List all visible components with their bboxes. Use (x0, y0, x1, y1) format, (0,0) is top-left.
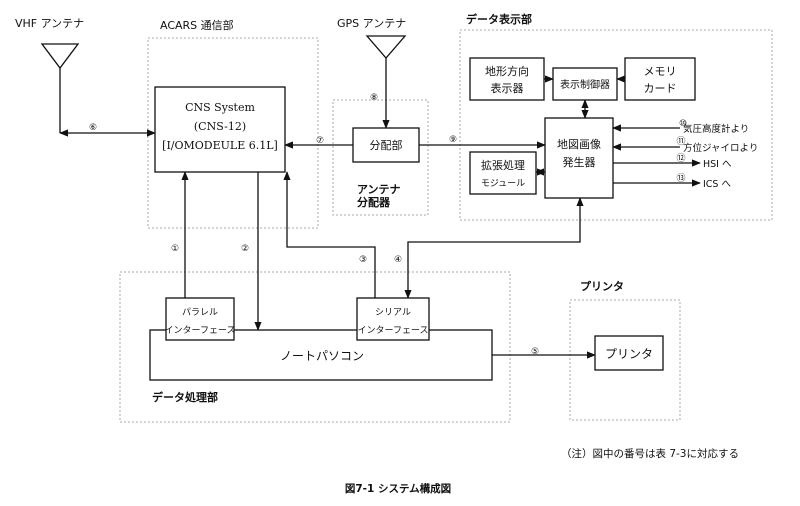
num-8: ⑧ (370, 93, 378, 103)
map-generator-box (544, 117, 614, 199)
serial-line-2: インターフェース (357, 325, 428, 336)
num-2: ② (241, 244, 249, 254)
memory-line-2: カード (644, 82, 677, 95)
gps-antenna-icon (365, 35, 407, 59)
hsi-label: HSI へ (703, 159, 732, 170)
cns-line-3: [I/OMODEULE 6.1L] (162, 139, 278, 152)
data-processing-section-label: データ処理部 (152, 390, 218, 404)
extension-module-box (469, 151, 537, 195)
serial-line-1: シリアル (375, 308, 411, 318)
parallel-line-1: パラレル (182, 307, 218, 318)
link-4 (404, 197, 584, 299)
antenna-splitter-label-2: 分配器 (357, 195, 391, 209)
display-zone (459, 29, 773, 221)
extension-line-1: 拡張処理 (481, 158, 525, 172)
notebook-pc-label: ノートパソコン (280, 349, 364, 363)
antenna-splitter-zone (332, 99, 429, 216)
note-text: （注）図中の番号は表 7-3に対応する (561, 447, 739, 460)
num-1: ① (171, 244, 179, 254)
terrain-display-box (469, 57, 545, 101)
ics-label: ICS へ (703, 179, 731, 190)
printer-zone (569, 299, 681, 421)
parallel-interface-box (165, 297, 235, 341)
serial-interface-box (356, 297, 430, 341)
num-5: ⑤ (531, 347, 539, 357)
display-section-label: データ表示部 (466, 12, 532, 26)
num-13: ⑬ (676, 173, 685, 184)
link-3 (283, 171, 376, 298)
printer-label: プリンタ (605, 347, 653, 361)
num-3: ③ (359, 255, 367, 265)
extension-line-2: モジュール (481, 179, 525, 189)
gps-antenna-label: GPS アンテナ (337, 17, 406, 30)
num-11: ⑪ (676, 136, 685, 147)
cns-line-1: CNS System (185, 101, 255, 114)
num-12: ⑫ (676, 153, 685, 164)
vhf-antenna-icon (40, 43, 80, 133)
parallel-line-2: インターフェース (164, 325, 235, 336)
map-generator-line-2: 発生器 (563, 155, 596, 169)
vhf-antenna-label: VHF アンテナ (15, 17, 84, 30)
cns-system-box (154, 86, 286, 173)
display-controller-label: 表示制御器 (560, 78, 610, 91)
num-7: ⑦ (316, 136, 324, 146)
figure-caption: 図7-1 システム構成図 (345, 482, 451, 495)
num-9: ⑨ (449, 135, 457, 145)
cns-line-2: (CNS-12) (194, 120, 246, 133)
pressure-altimeter-label: 気圧高度計より (683, 123, 749, 135)
antenna-splitter-label-1: アンテナ (357, 183, 401, 196)
num-4: ④ (394, 255, 402, 265)
data-processing-zone (119, 271, 511, 423)
terrain-line-2: 表示器 (491, 81, 524, 95)
memory-line-1: メモリ (644, 65, 677, 78)
terrain-line-1: 地形方向 (485, 64, 529, 78)
splitter-label: 分配部 (370, 138, 403, 152)
map-generator-line-1: 地図画像 (557, 138, 601, 151)
acars-section-label: ACARS 通信部 (160, 18, 234, 32)
num-10: ⑩ (679, 119, 687, 129)
num-6: ⑥ (89, 123, 97, 133)
gyro-label: 方位ジャイロより (683, 142, 758, 154)
printer-section-label: プリンタ (580, 279, 624, 293)
